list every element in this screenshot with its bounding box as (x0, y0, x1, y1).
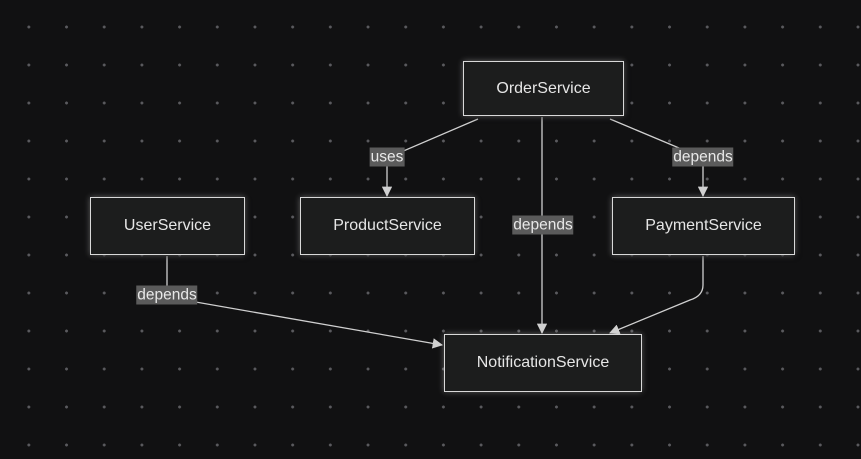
node-product-service[interactable]: ProductService (300, 197, 475, 255)
node-order-service[interactable]: OrderService (463, 61, 624, 116)
node-notification-service[interactable]: NotificationService (444, 334, 642, 392)
edge-user-notification (166, 256, 444, 349)
edge-label-order-payment: depends (672, 147, 734, 167)
edge-label-order-notification: depends (512, 215, 574, 235)
edge-label-order-product: uses (369, 147, 405, 167)
edge-label-user-notification: depends (136, 285, 198, 305)
node-user-service[interactable]: UserService (90, 197, 245, 255)
node-payment-service[interactable]: PaymentService (612, 197, 795, 255)
edge-payment-notification (609, 256, 704, 335)
